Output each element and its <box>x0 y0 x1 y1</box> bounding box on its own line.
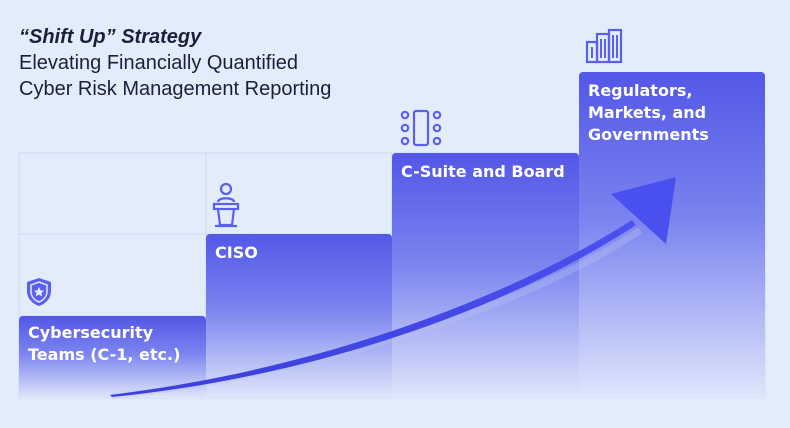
step-label-ciso: CISO <box>215 242 258 264</box>
step-label-cybersecurity-teams: Cybersecurity Teams (C-1, etc.) <box>28 322 180 366</box>
title-line-2: Cyber Risk Management Reporting <box>19 78 332 100</box>
step-cybersecurity-teams <box>19 316 206 398</box>
title-block: “Shift Up” Strategy Elevating Financiall… <box>19 24 331 102</box>
step-label-line: Governments <box>588 125 709 144</box>
step-label-line: Markets, and <box>588 103 707 122</box>
step-label-regulators: Regulators, Markets, and Governments <box>588 80 709 146</box>
step-label-line: C-Suite and Board <box>401 162 565 181</box>
shield-star-icon <box>24 276 54 312</box>
podium-speaker-icon <box>211 182 241 232</box>
city-buildings-icon <box>585 28 625 68</box>
step-ciso <box>206 234 392 398</box>
arrow-head <box>611 177 676 244</box>
arrow-shaft <box>110 220 636 397</box>
step-label-c-suite-board: C-Suite and Board <box>401 161 565 183</box>
step-label-line: Regulators, <box>588 81 693 100</box>
step-label-line: CISO <box>215 243 258 262</box>
title-kicker: “Shift Up” Strategy <box>19 26 202 48</box>
boardroom-table-icon <box>397 109 445 151</box>
step-label-line: Teams (C-1, etc.) <box>28 345 181 364</box>
step-c-suite-board <box>392 153 579 398</box>
title-line-1: Elevating Financially Quantified <box>19 52 299 74</box>
step-label-line: Cybersecurity <box>28 323 154 342</box>
